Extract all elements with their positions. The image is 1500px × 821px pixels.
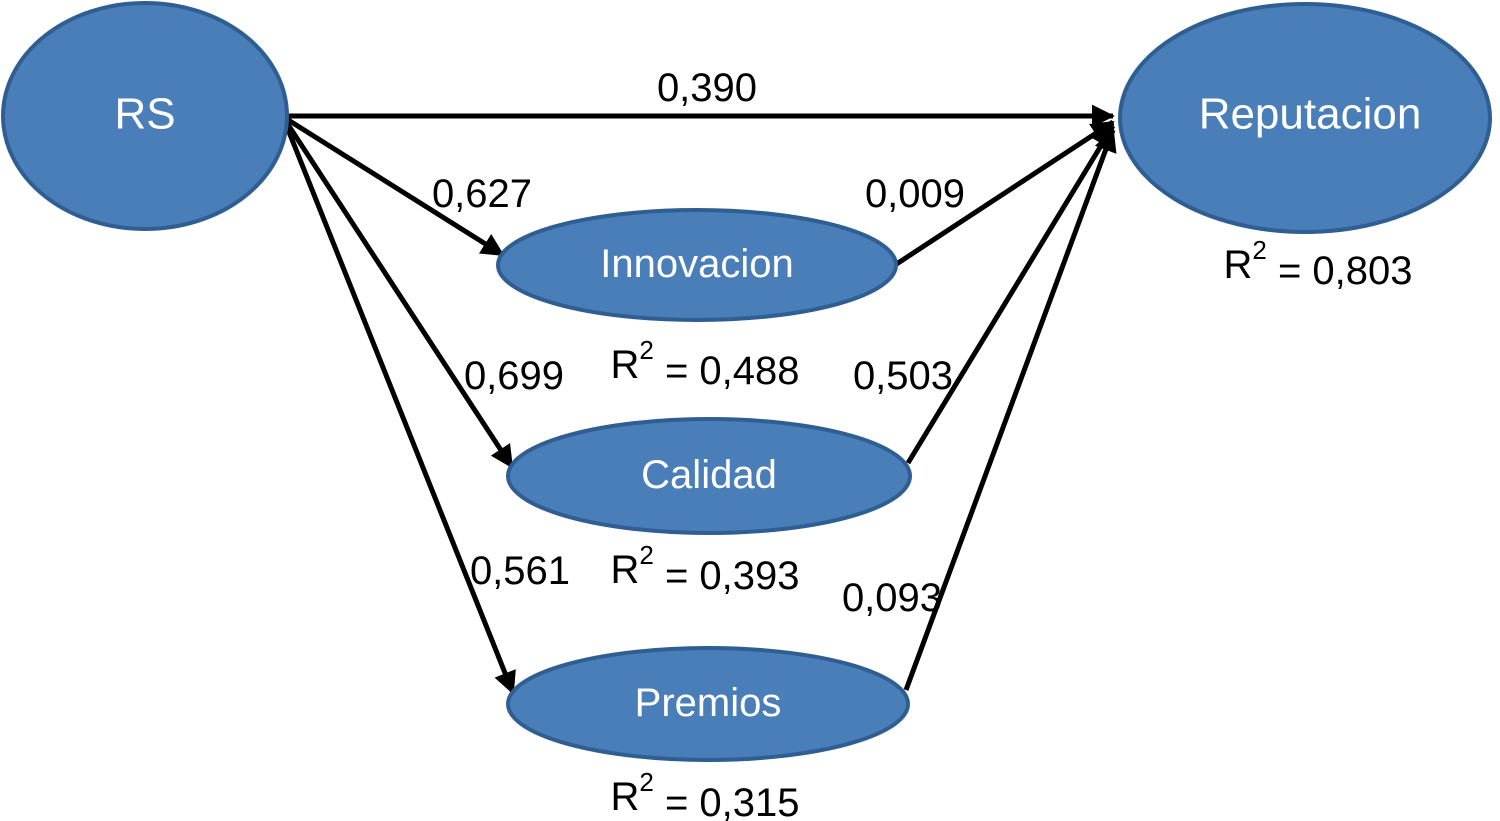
node-premios-shape[interactable] [506, 646, 910, 762]
edge-label-premios-reputacion: 0,093 [842, 576, 942, 620]
r2-value-innovacion: 0,488 [699, 349, 799, 393]
node-calidad-shape[interactable] [506, 417, 912, 535]
node-rs[interactable]: RS [1, 1, 289, 231]
r2-value-calidad: 0,393 [699, 554, 799, 598]
edge-labels-layer: 0,390 0,627 0,699 0,561 0,009 0,503 0,09… [432, 66, 965, 620]
edge-calidad-reputacion[interactable] [905, 124, 1116, 465]
r2-prefix-calidad: R [610, 548, 639, 592]
node-rs-shape[interactable] [1, 1, 289, 231]
edge-rs-calidad[interactable] [282, 118, 515, 469]
r2-eq-innovacion: = [654, 349, 700, 393]
r2-sup-innovacion: 2 [639, 335, 653, 365]
r2-prefix-premios: R [610, 775, 639, 819]
edge-label-rs-calidad: 0,699 [464, 354, 564, 398]
edge-premios-reputacion[interactable] [903, 128, 1117, 691]
r2-prefix-reputacion: R [1223, 243, 1252, 287]
r2-sup-premios: 2 [639, 767, 653, 797]
r2-label-reputacion: R2 = 0,803 [1223, 235, 1412, 293]
node-premios[interactable]: Premios [506, 646, 910, 762]
node-innovacion[interactable]: Innovacion [496, 208, 898, 322]
node-rs-label: RS [114, 90, 175, 139]
r2-label-innovacion: R2 = 0,488 [610, 335, 799, 393]
r2-labels-layer: R2 = 0,488 R2 = 0,393 R2 = 0,315 R2 = 0,… [610, 235, 1412, 821]
node-calidad[interactable]: Calidad [506, 417, 912, 535]
node-innovacion-label: Innovacion [600, 242, 793, 286]
edge-label-innovacion-reputacion: 0,009 [865, 172, 965, 216]
r2-label-premios: R2 = 0,315 [610, 767, 799, 821]
r2-prefix-innovacion: R [610, 343, 639, 387]
r2-eq-reputacion: = [1267, 249, 1313, 293]
node-innovacion-shape[interactable] [496, 208, 898, 322]
edge-label-calidad-reputacion: 0,503 [853, 354, 953, 398]
node-reputacion-shape[interactable] [1118, 2, 1492, 234]
edge-label-rs-premios: 0,561 [470, 549, 570, 593]
r2-eq-calidad: = [654, 554, 700, 598]
edge-rs-premios[interactable] [282, 121, 516, 695]
edge-label-rs-reputacion: 0,390 [657, 66, 757, 110]
node-reputacion-label: Reputacion [1199, 90, 1422, 139]
edge-innovacion-reputacion[interactable] [893, 119, 1115, 268]
edges-layer [282, 104, 1117, 695]
nodes-layer: RS Innovacion Calidad Premios Reputacion [1, 1, 1492, 762]
node-premios-label: Premios [635, 681, 782, 725]
r2-value-premios: 0,315 [699, 781, 799, 821]
r2-value-reputacion: 0,803 [1312, 249, 1412, 293]
r2-eq-premios: = [654, 781, 700, 821]
r2-sup-reputacion: 2 [1252, 235, 1266, 265]
edge-rs-innovacion[interactable] [283, 115, 505, 258]
r2-label-calidad: R2 = 0,393 [610, 540, 799, 598]
r2-sup-calidad: 2 [639, 540, 653, 570]
node-reputacion[interactable]: Reputacion [1118, 2, 1492, 234]
edge-label-rs-innovacion: 0,627 [432, 172, 532, 216]
node-calidad-label: Calidad [641, 453, 777, 497]
